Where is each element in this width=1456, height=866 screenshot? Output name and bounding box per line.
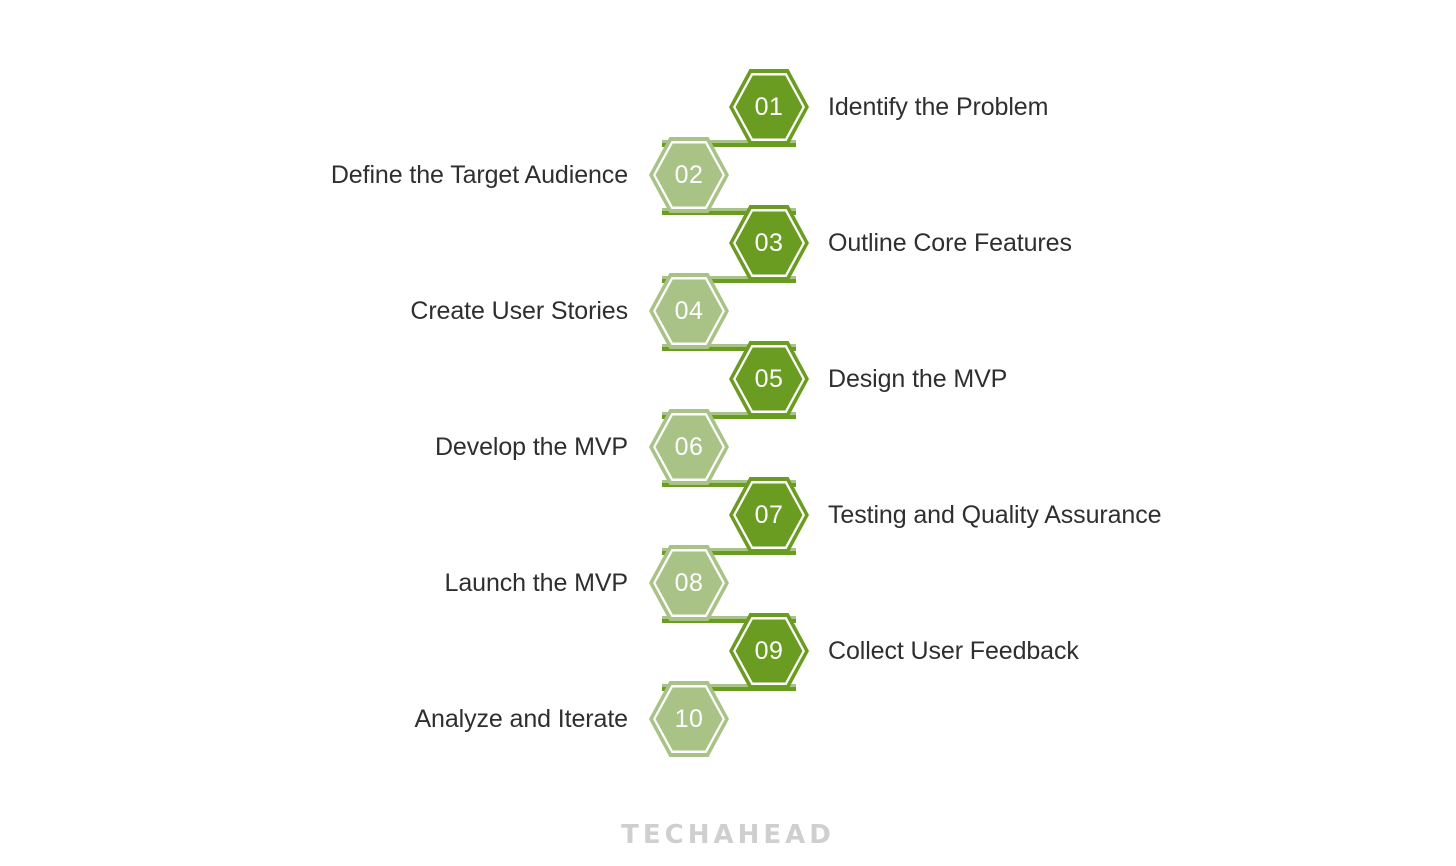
connector-bar-light (662, 344, 796, 348)
step-connector (662, 548, 796, 555)
connector-bar-dark (662, 279, 796, 283)
connector-bar-light (662, 548, 796, 552)
connector-bar-dark (662, 211, 796, 215)
step-hexagon[interactable]: 02 (648, 136, 730, 214)
hexagon-shape (729, 341, 809, 417)
connector-bar-light (662, 616, 796, 620)
hexagon-shape (729, 205, 809, 281)
hexagon-shape (649, 273, 729, 349)
connector-bar-light (662, 684, 796, 688)
process-step: 07 Testing and Quality Assurance (0, 476, 1456, 554)
step-connector (662, 480, 796, 487)
hexagon-shape (649, 545, 729, 621)
step-hexagon[interactable]: 06 (648, 408, 730, 486)
connector-bar-light (662, 140, 796, 144)
process-step: 08 Launch the MVP (0, 544, 1456, 622)
step-number: 03 (754, 228, 784, 257)
step-hexagon[interactable]: 08 (648, 544, 730, 622)
connector-bar-dark (662, 687, 796, 691)
hexagon-shape (649, 137, 729, 213)
step-hexagon[interactable]: 10 (648, 680, 730, 758)
hexagon-shape (649, 681, 729, 757)
step-connector (662, 276, 796, 283)
step-connector (662, 140, 796, 147)
step-label: Launch the MVP (444, 568, 629, 597)
process-step: 09 Collect User Feedback (0, 612, 1456, 690)
step-connector (662, 684, 796, 691)
step-number: 10 (674, 704, 704, 733)
step-hexagon[interactable]: 05 (728, 340, 810, 418)
step-number: 09 (754, 636, 784, 665)
connector-bar-light (662, 412, 796, 416)
step-number: 08 (674, 568, 704, 597)
step-hexagon[interactable]: 03 (728, 204, 810, 282)
step-number: 05 (754, 364, 784, 393)
step-connector (662, 616, 796, 623)
step-number: 06 (674, 432, 704, 461)
step-label: Define the Target Audience (330, 160, 628, 189)
connector-bar-dark (662, 347, 796, 351)
process-step: 04 Create User Stories (0, 272, 1456, 350)
connector-bar-light (662, 480, 796, 484)
step-number: 02 (674, 160, 704, 189)
step-label: Create User Stories (410, 296, 628, 325)
step-number: 07 (754, 500, 784, 529)
process-step: 01 Identify the Problem (0, 68, 1456, 146)
step-hexagon[interactable]: 07 (728, 476, 810, 554)
step-number: 04 (674, 296, 704, 325)
step-label: Collect User Feedback (828, 636, 1079, 665)
connector-bar-dark (662, 551, 796, 555)
step-label: Identify the Problem (828, 92, 1049, 121)
step-label: Develop the MVP (434, 432, 628, 461)
step-hexagon[interactable]: 09 (728, 612, 810, 690)
process-step: 06 Develop the MVP (0, 408, 1456, 486)
hexagon-shape (729, 69, 809, 145)
step-connector (662, 344, 796, 351)
process-step: 03 Outline Core Features (0, 204, 1456, 282)
step-connector (662, 412, 796, 419)
connector-bar-dark (662, 619, 796, 623)
step-label: Outline Core Features (828, 228, 1072, 257)
hexagon-shape (649, 409, 729, 485)
hexagon-shape (729, 613, 809, 689)
connector-bar-dark (662, 483, 796, 487)
step-label: Testing and Quality Assurance (828, 500, 1162, 529)
connector-bar-dark (662, 143, 796, 147)
techahead-watermark: TECHAHEAD (621, 820, 835, 850)
connector-bar-dark (662, 415, 796, 419)
process-step: 10 Analyze and Iterate (0, 680, 1456, 758)
process-step: 05 Design the MVP (0, 340, 1456, 418)
step-hexagon[interactable]: 01 (728, 68, 810, 146)
process-step: 02 Define the Target Audience (0, 136, 1456, 214)
step-label: Analyze and Iterate (414, 704, 628, 733)
hexagon-shape (729, 477, 809, 553)
connector-bar-light (662, 276, 796, 280)
step-number: 01 (754, 92, 784, 121)
step-label: Design the MVP (828, 364, 1008, 393)
step-connector (662, 208, 796, 215)
step-hexagon[interactable]: 04 (648, 272, 730, 350)
connector-bar-light (662, 208, 796, 212)
